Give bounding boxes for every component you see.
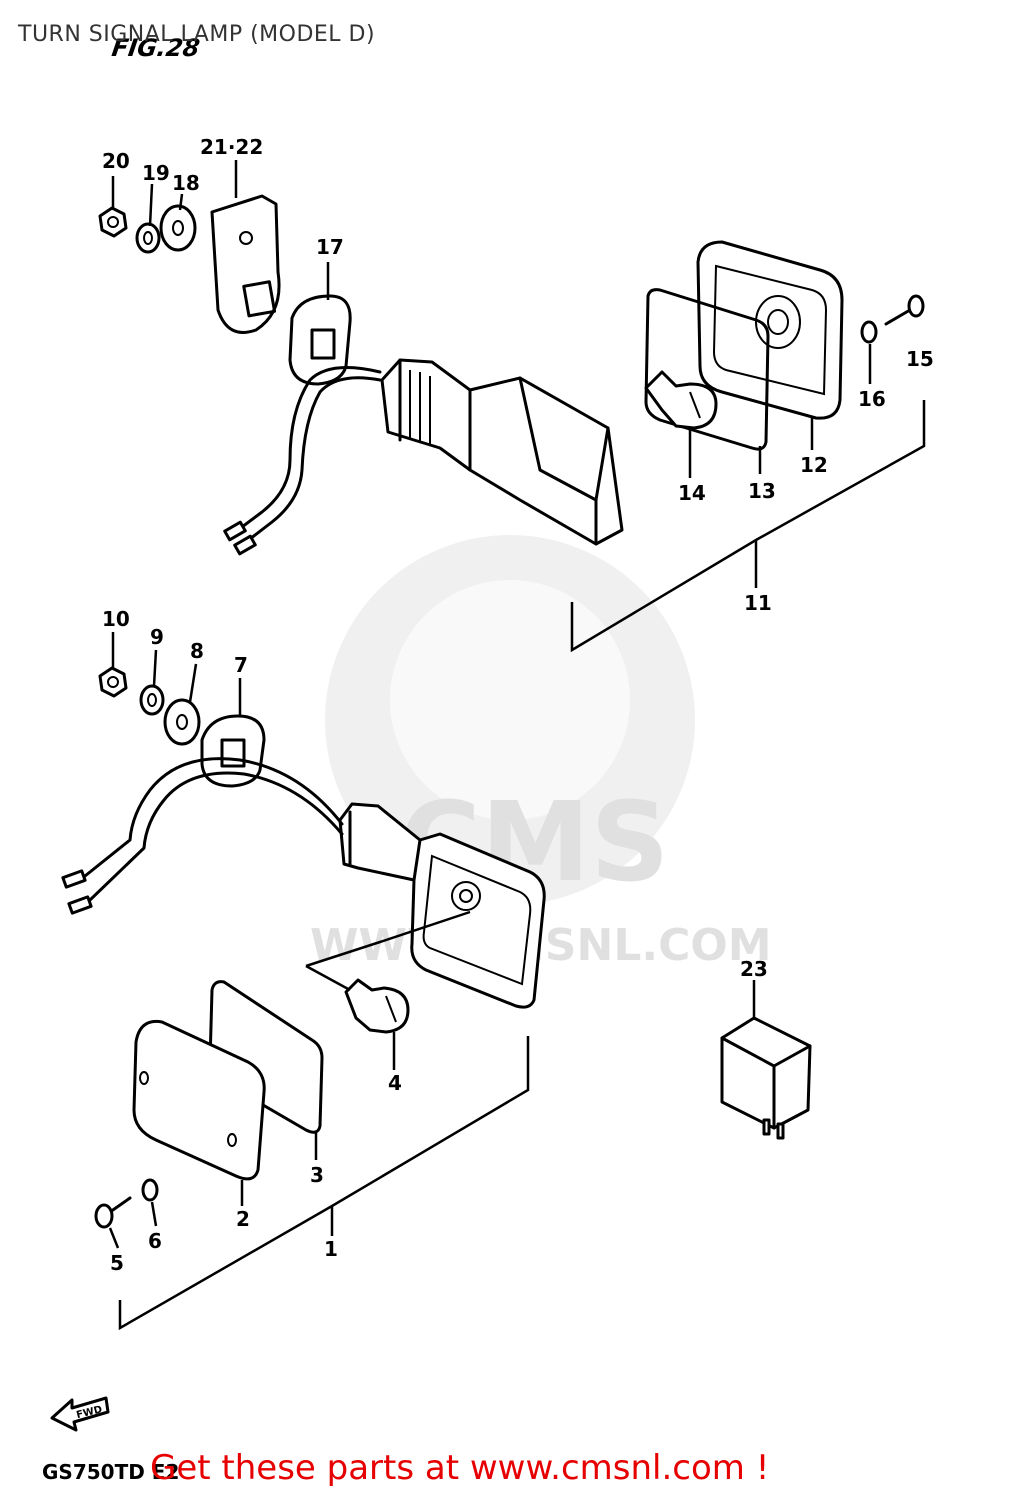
washer-6 — [141, 1178, 159, 1202]
washer-18 — [159, 204, 197, 252]
callout-16: 16 — [858, 387, 886, 411]
callout-12: 12 — [800, 453, 828, 477]
relay-23 — [720, 1016, 812, 1140]
upper-lamp-housing — [380, 358, 624, 546]
callout-18: 18 — [172, 171, 200, 195]
screw-5 — [94, 1196, 132, 1229]
gasket-13 — [644, 288, 770, 451]
callout-19: 19 — [142, 161, 170, 185]
bulb-4 — [344, 978, 410, 1034]
callout-9: 9 — [150, 625, 164, 649]
callout-3: 3 — [310, 1163, 324, 1187]
callout-2: 2 — [236, 1207, 250, 1231]
lens-2 — [132, 1019, 266, 1181]
lower-wire — [61, 757, 344, 915]
callout-14: 14 — [678, 481, 706, 505]
fwd-arrow: FWD — [50, 1396, 110, 1432]
grommet-7 — [200, 714, 266, 788]
grommet-17 — [288, 294, 352, 386]
callout-5: 5 — [110, 1251, 124, 1275]
callout-21-22: 21·22 — [200, 135, 263, 159]
nut-20 — [98, 206, 128, 238]
washer-19 — [135, 222, 161, 254]
washer-16 — [860, 320, 878, 344]
callout-8: 8 — [190, 639, 204, 663]
callout-4: 4 — [388, 1071, 402, 1095]
callout-numbers: 20 19 18 21·22 17 15 16 12 13 14 11 10 9… — [102, 135, 934, 1275]
upper-wire — [223, 366, 382, 556]
screw-15 — [884, 294, 925, 326]
nut-10 — [98, 666, 128, 698]
callout-7: 7 — [234, 653, 248, 677]
callout-15: 15 — [906, 347, 934, 371]
washer-8 — [163, 698, 201, 746]
callout-17: 17 — [316, 235, 344, 259]
washer-9 — [139, 684, 165, 716]
callout-1: 1 — [324, 1237, 338, 1261]
callout-20: 20 — [102, 149, 130, 173]
lens-12 — [696, 240, 844, 420]
callout-11: 11 — [744, 591, 772, 615]
callout-23: 23 — [740, 957, 768, 981]
promo-link[interactable]: Get these parts at www.cmsnl.com ! — [150, 1448, 770, 1488]
callout-13: 13 — [748, 479, 776, 503]
upper-leaders — [111, 160, 926, 653]
lower-leaders — [108, 632, 756, 1331]
page-title: TURN SIGNAL LAMP (MODEL D) — [18, 22, 376, 47]
bulb-14 — [644, 370, 718, 430]
callout-10: 10 — [102, 607, 130, 631]
model-code: GS750TD E2 — [42, 1460, 180, 1484]
bracket-21-22 — [210, 194, 281, 334]
callout-6: 6 — [148, 1229, 162, 1253]
lower-lamp-housing — [338, 802, 546, 1009]
